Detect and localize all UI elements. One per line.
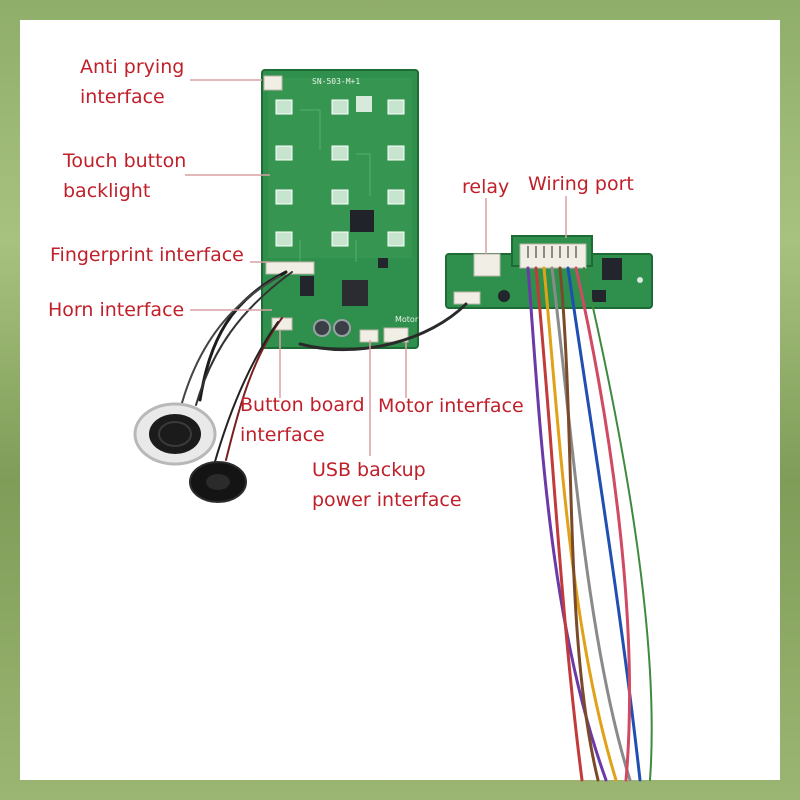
usb-connector [360, 330, 378, 342]
label-wiring-port: Wiring port [528, 169, 634, 199]
label-relay: relay [462, 172, 509, 202]
relay-board [446, 236, 652, 308]
relay-connector [474, 254, 500, 276]
label-horn: Horn interface [48, 295, 184, 325]
main-board-code: SN-503-M+1 [312, 77, 360, 86]
qr-sticker [356, 96, 372, 112]
capacitor [314, 320, 330, 336]
label-touch-backlight: Touch button backlight [63, 146, 186, 206]
anti-prying-connector [264, 76, 282, 90]
main-board: SN-503-M+1 Motor [262, 70, 419, 348]
label-motor: Motor interface [378, 391, 524, 421]
label-button-board-line2: interface [240, 420, 365, 450]
label-anti-prying: Anti prying interface [80, 52, 184, 112]
capacitor [334, 320, 350, 336]
fingerprint-connector [266, 262, 314, 274]
label-usb-backup: USB backup power interface [312, 455, 462, 515]
label-fingerprint: Fingerprint interface [50, 240, 244, 270]
relay-chip [602, 258, 622, 280]
label-usb-backup-line1: USB backup [312, 455, 462, 485]
label-touch-backlight-line1: Touch button [63, 146, 186, 176]
fingerprint-sensor [135, 404, 215, 464]
motor-silkscreen: Motor [395, 315, 419, 324]
label-button-board: Button board interface [240, 390, 365, 450]
chip [350, 210, 374, 232]
label-touch-backlight-line2: backlight [63, 176, 186, 206]
label-anti-prying-line1: Anti prying [80, 52, 184, 82]
horn-speaker [190, 462, 246, 502]
label-anti-prying-line2: interface [80, 82, 184, 112]
mcu-chip [342, 280, 368, 306]
label-button-board-line1: Button board [240, 390, 365, 420]
label-usb-backup-line2: power interface [312, 485, 462, 515]
